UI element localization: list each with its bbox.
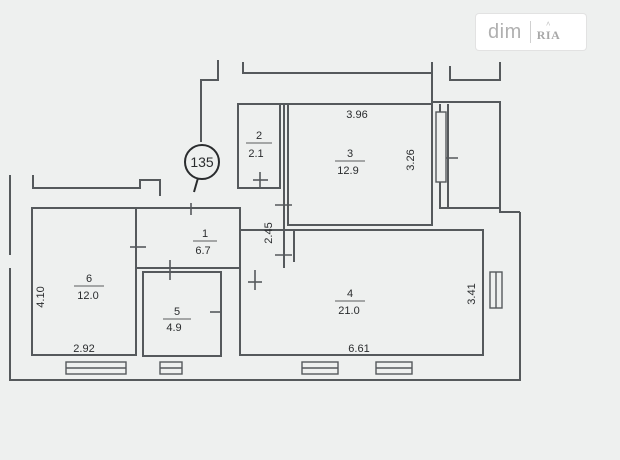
unit-pointer bbox=[193, 177, 199, 193]
dim-room4-height: 3.41 bbox=[466, 283, 478, 304]
room-2-area: 2.1 bbox=[248, 148, 263, 160]
room-6-number: 6 bbox=[86, 273, 92, 285]
dim-room3-height: 3.26 bbox=[405, 149, 417, 170]
room-5-number: 5 bbox=[174, 306, 180, 318]
room-2-wall bbox=[237, 103, 281, 189]
room-4-number: 4 bbox=[347, 288, 353, 300]
window bbox=[435, 111, 447, 183]
room-5-area: 4.9 bbox=[166, 322, 181, 334]
room-6-area: 12.0 bbox=[77, 290, 98, 302]
room-1-area: 6.7 bbox=[195, 245, 210, 257]
room-3-number: 3 bbox=[347, 148, 353, 160]
room-4-wall bbox=[239, 229, 484, 356]
room-2-number: 2 bbox=[256, 130, 262, 142]
dim-room4-width: 6.61 bbox=[348, 343, 369, 355]
exterior-wall-left-lower bbox=[9, 212, 521, 381]
room-3-area: 12.9 bbox=[337, 165, 358, 177]
right-wing-wall bbox=[431, 73, 520, 213]
room-1-number: 1 bbox=[202, 228, 208, 240]
room-1-wall bbox=[136, 207, 241, 268]
dim-room6-width: 2.92 bbox=[73, 343, 94, 355]
unit-number-circle bbox=[184, 144, 220, 180]
dim-room3-width: 3.96 bbox=[346, 109, 367, 121]
watermark-divider bbox=[529, 21, 531, 43]
dim-corridor-height: 2.45 bbox=[263, 222, 275, 243]
watermark-text: dim bbox=[488, 20, 522, 43]
unit-number: 135 bbox=[190, 154, 214, 170]
room-4-area: 21.0 bbox=[338, 305, 359, 317]
top-wall-right bbox=[242, 62, 433, 74]
watermark-ria-logo: ^RIA bbox=[536, 19, 561, 42]
exterior-wall-top-left bbox=[200, 60, 219, 142]
room-3-wall bbox=[280, 103, 433, 226]
top-wall-far-right bbox=[449, 62, 501, 81]
room-6-wall bbox=[31, 207, 137, 356]
corridor-lower bbox=[136, 267, 241, 355]
dim-room6-height: 4.10 bbox=[35, 286, 47, 307]
upper-ledge bbox=[32, 175, 161, 196]
room-5-wall bbox=[142, 271, 222, 357]
watermark-logo: dim ^RIA bbox=[476, 14, 586, 50]
